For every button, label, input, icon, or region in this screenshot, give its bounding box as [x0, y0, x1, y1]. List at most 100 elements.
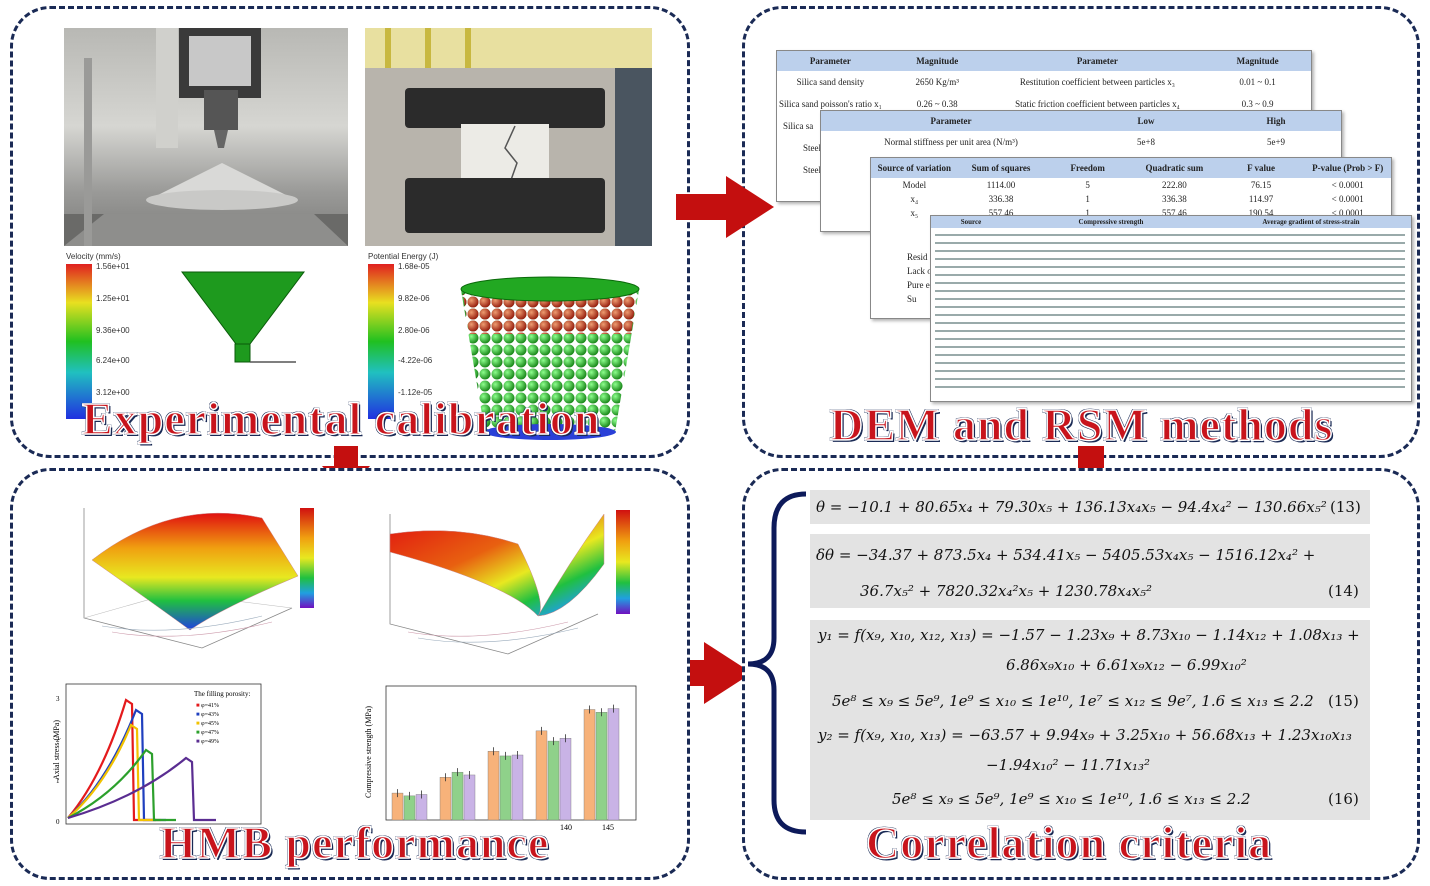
anova-side-label: Su [907, 294, 917, 304]
table-row: Steel [777, 137, 1311, 159]
particle-cup-simulation [460, 276, 640, 440]
stress-strain-svg [65, 683, 262, 825]
table-cell: 1 [1085, 208, 1090, 218]
table-cell: Silica sand poisson's ratio x₁ [779, 99, 882, 109]
table-cell: < 0.0001 [1331, 180, 1364, 190]
table2-header: Parameter Low High [821, 111, 1341, 131]
stress-curve-5 [67, 756, 216, 822]
bar-chart-svg [385, 685, 637, 821]
energy-tick-2: 9.82e-06 [398, 294, 430, 303]
velocity-colorbar [66, 264, 92, 419]
table-row: x₄ 336.38 1 336.38 114.97 < 0.0001 [871, 192, 1391, 206]
anova-side-labels: Resid Lack o Pure e Su [907, 250, 932, 306]
table-cell: 190.54 [1248, 208, 1274, 218]
table-cell: 0.01 ~ 0.1 [1239, 77, 1276, 87]
curly-brace-icon [747, 491, 807, 835]
stress-ytick-3: 3 [56, 695, 60, 703]
stress-curve-1 [67, 698, 156, 822]
equation-15-line-1: y₁ = f(x₉, x₁₀, x₁₂, x₁₃) = −1.57 − 1.23… [818, 626, 1360, 644]
bar-5-3 [607, 708, 620, 821]
equation-15-16-box: y₁ = f(x₉, x₁₀, x₁₂, x₁₃) = −1.57 − 1.23… [810, 620, 1370, 820]
equation-16-line-2: −1.94x₁₀² − 11.71x₁₃² [986, 756, 1151, 774]
energy-legend: Potential Energy (J) 1.68e-05 9.82e-06 2… [368, 252, 468, 422]
table3-h6: P-value (Prob > F) [1312, 163, 1384, 173]
stress-legend-title: The filling porosity: [194, 690, 251, 698]
equation-16-line-1: y₂ = f(x₉, x₁₀, x₁₃) = −63.57 + 9.94x₉ +… [818, 726, 1352, 744]
velocity-tick-4: 6.24e+00 [96, 356, 130, 365]
table4-h2: Compressive strength [1078, 218, 1144, 226]
table-cell: 76.15 [1250, 180, 1272, 190]
table-cell: x₅ [910, 208, 919, 218]
table-row: Silica sand poisson's ratio x₁ 0.26 ~ 0.… [777, 93, 1311, 115]
table-cell: 114.97 [1248, 194, 1274, 204]
table-cell: Model [902, 180, 927, 190]
legend-label: φ=43% [201, 712, 219, 718]
table3-h2: Sum of squares [971, 163, 1031, 173]
table-cell: 0.26 ~ 0.38 [916, 99, 958, 109]
compressive-strength-bar-chart: Compressive strength (MPa) 140 145 [356, 680, 646, 840]
bar-xtick-1: 140 [560, 823, 572, 832]
equation-16-constraints: 5e⁸ ≤ x₉ ≤ 5e⁹, 1e⁹ ≤ x₁₀ ≤ 1e¹⁰, 1.6 ≤ … [892, 790, 1251, 808]
table-cell: 0.3 ~ 0.9 [1241, 99, 1274, 109]
equation-14-line-1: δθ = −34.37 + 873.5x₄ + 534.41x₅ − 5405.… [816, 546, 1316, 564]
hmb-performance-title: HMB performance [159, 816, 550, 869]
table3-h5: F value [1247, 163, 1275, 173]
table-cell: Silica sa [783, 121, 814, 131]
anova-side-label: Lack o [907, 266, 932, 276]
energy-tick-4: -4.22e-06 [398, 356, 433, 365]
table-cell: 557.46 [1161, 208, 1187, 218]
table-cell: 1114.00 [986, 180, 1016, 190]
table1-h3: Parameter [1076, 56, 1118, 66]
correlation-criteria-title: Correlation criteria [865, 816, 1273, 869]
velocity-legend: Velocity (mm/s) 1.56e+01 1.25e+01 9.36e+… [66, 252, 176, 422]
table-cell: 2650 Kg/m³ [915, 77, 959, 87]
table4-h1: Source [960, 218, 982, 226]
legend-item: ■ φ=49% [196, 739, 219, 745]
bar-5-2 [595, 712, 608, 821]
table-cell: Silica sand density [796, 77, 865, 87]
table-cell: 1 [1085, 194, 1090, 204]
table-cell: Steel [803, 165, 821, 175]
table-cell: 5e+9 [1266, 137, 1286, 147]
table-cell: 336.38 [988, 194, 1014, 204]
table-cell: 557.46 [988, 208, 1014, 218]
anova-side-label: Pure e [907, 280, 930, 290]
velocity-tick-5: 3.12e+00 [96, 388, 130, 397]
stress-ytick-2: 2 [56, 736, 60, 744]
compression-test-photo [365, 28, 652, 246]
stress-curve-3 [67, 723, 161, 822]
table4-header: Source Compressive strength Average grad… [931, 216, 1411, 228]
legend-label: φ=45% [201, 721, 219, 727]
table-cell: 5e+8 [1136, 137, 1156, 147]
stress-ylabel: Axial stress (MPa) [52, 720, 61, 780]
table-cell: < 0.0001 [1331, 194, 1364, 204]
table3-h4: Quadratic sum [1145, 163, 1204, 173]
velocity-tick-2: 1.25e+01 [96, 294, 130, 303]
table-cell: Normal stiffness per unit area (N/m³) [884, 137, 1018, 147]
legend-label: φ=47% [201, 730, 219, 736]
repose-angle-photo [64, 28, 348, 246]
bar-3-3 [511, 754, 524, 821]
response-surface-1 [83, 508, 314, 649]
table3-header: Source of variation Sum of squares Freed… [871, 158, 1391, 178]
equation-14-line-2: 36.7x₅² + 7820.32x₄²x₅ + 1230.78x₄x₅² [860, 582, 1153, 600]
table-row: Steel [777, 159, 1311, 181]
energy-colorbar [368, 264, 394, 419]
velocity-legend-label: Velocity (mm/s) [66, 252, 121, 261]
table-cell: Restitution coefficient between particle… [1019, 77, 1175, 87]
bar-2-1 [439, 777, 452, 821]
table1-h1: Parameter [809, 56, 851, 66]
table1-header: Parameter Magnitude Parameter Magnitude [777, 51, 1311, 71]
bar-4-3 [559, 738, 572, 821]
velocity-tick-1: 1.56e+01 [96, 262, 130, 271]
table-cell: Static friction coefficient between part… [1015, 99, 1180, 109]
table-row: Normal stiffness per unit area (N/m³) 5e… [821, 131, 1341, 153]
bar-3-2 [499, 755, 512, 821]
bar-3-1 [487, 751, 500, 821]
equation-13: θ = −10.1 + 80.65x₄ + 79.30x₅ + 136.13x₄… [816, 498, 1327, 516]
compression-test-illustration [365, 28, 652, 246]
equation-15-constraints: 5e⁸ ≤ x₉ ≤ 5e⁹, 1e⁹ ≤ x₁₀ ≤ 1e¹⁰, 1e⁷ ≤ … [832, 692, 1314, 710]
equation-13-box: θ = −10.1 + 80.65x₄ + 79.30x₅ + 136.13x₄… [810, 490, 1370, 524]
regression-table: Source Compressive strength Average grad… [930, 215, 1412, 402]
hmb-performance-panel [10, 468, 690, 880]
